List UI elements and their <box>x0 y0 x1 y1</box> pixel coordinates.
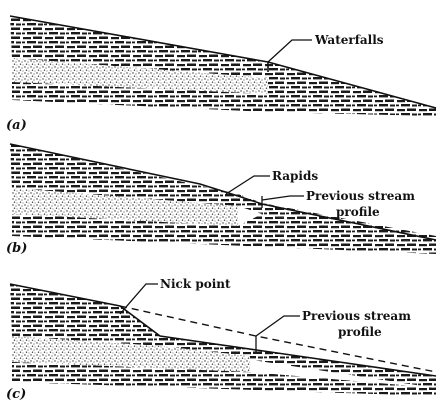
panel-b: Rapids Previous stream profile (b) <box>6 144 436 256</box>
nick-point-label: Nick point <box>160 277 231 291</box>
rapids-label: Rapids <box>272 169 318 183</box>
panel-c-previous-profile-label-line2: profile <box>338 325 382 339</box>
panel-c-previous-profile-label-line1: Previous stream <box>302 309 411 323</box>
panel-b-previous-profile-label-line2: profile <box>336 205 380 219</box>
panel-a-label: (a) <box>6 118 27 133</box>
panel-c-label: (c) <box>6 387 26 402</box>
waterfalls-label: Waterfalls <box>314 33 384 47</box>
panel-b-previous-profile-leader <box>262 196 304 200</box>
panel-a-downstream-rock <box>268 62 436 116</box>
panel-c-previous-profile-leader <box>256 316 300 336</box>
waterfalls-leader <box>268 40 312 62</box>
panel-b-previous-profile-label-line1: Previous stream <box>306 189 415 203</box>
panel-b-label: (b) <box>6 241 27 256</box>
panel-c: Nick point Previous stream profile (c) <box>6 277 436 402</box>
panel-a: Waterfalls (a) <box>6 16 436 133</box>
rapids-leader <box>226 176 270 194</box>
